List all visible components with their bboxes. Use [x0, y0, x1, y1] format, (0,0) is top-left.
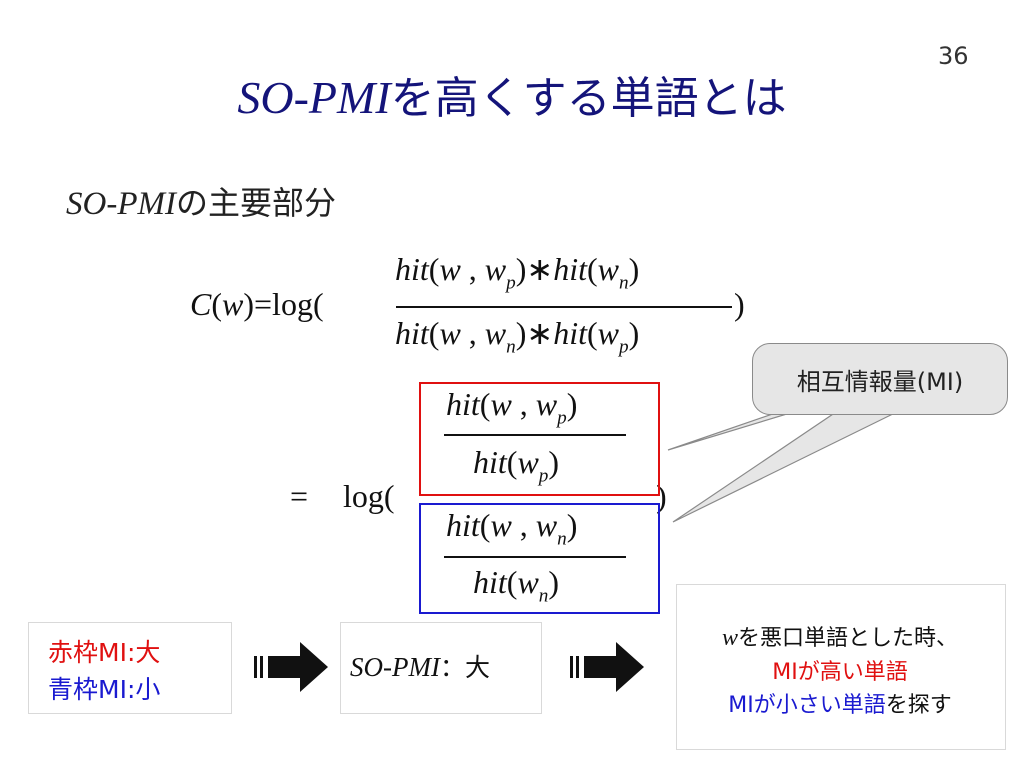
left-note-blue: 青枠MI:小: [48, 675, 161, 704]
title-term: SO-PMI: [237, 72, 391, 123]
formula-2-eq: =: [290, 478, 309, 514]
right-note-line3-blue: MIが小さい単語: [728, 693, 886, 718]
formula-1-fraction-bar: [396, 306, 732, 308]
lower-denominator: hit(wn): [473, 564, 560, 607]
left-note-red: 赤枠MI:大: [48, 638, 161, 667]
blue-frame: [419, 503, 660, 614]
formula-1-numerator: hit(w , wp)∗hit(wn): [395, 251, 640, 294]
upper-numerator: hit(w , wp): [446, 386, 578, 429]
upper-fraction-bar: [444, 434, 626, 436]
right-note-line2: MIが高い単語: [772, 660, 908, 685]
formula-2-close: ): [656, 478, 667, 514]
right-note-line3-rest: を探す: [885, 693, 952, 718]
middle-note-term: SO-PMI: [350, 652, 440, 682]
slide-title: SO-PMIを高くする単語とは: [0, 62, 1024, 126]
middle-note-rest: ：大: [439, 653, 490, 682]
right-note-line1-rest: を悪口単語とした時、: [738, 626, 959, 651]
title-rest: を高くする単語とは: [390, 73, 787, 124]
callout-bubble: [752, 343, 1008, 415]
lower-fraction-bar: [444, 556, 626, 558]
right-note-line1: wを悪口単語とした時、: [680, 620, 1000, 652]
middle-note-box: [340, 622, 542, 714]
formula-1-close: ): [734, 286, 745, 322]
lower-numerator: hit(w , wn): [446, 507, 578, 550]
right-note-var: w: [721, 625, 738, 651]
upper-denominator: hit(wp): [473, 444, 560, 487]
red-frame: [419, 382, 660, 496]
arrow-right-icon: [570, 642, 644, 692]
arrow-right-icon: [254, 642, 328, 692]
subtitle-term: SO-PMI: [66, 186, 176, 222]
formula-2-log: log(: [343, 478, 395, 514]
subtitle-rest: の主要部分: [175, 184, 336, 222]
page-number: 36: [938, 42, 969, 70]
callout-text: 相互情報量(MI): [796, 368, 964, 396]
right-note-line3: MIが小さい単語を探す: [680, 687, 1000, 719]
left-note-box: [28, 622, 232, 714]
middle-note: SO-PMI：大: [350, 648, 490, 684]
formula-1-denominator: hit(w , wn)∗hit(wp): [395, 315, 640, 358]
formula-1-lhs: C(w)=log(: [190, 286, 324, 322]
subtitle: SO-PMIの主要部分: [66, 178, 336, 224]
right-note-box: [676, 584, 1006, 750]
